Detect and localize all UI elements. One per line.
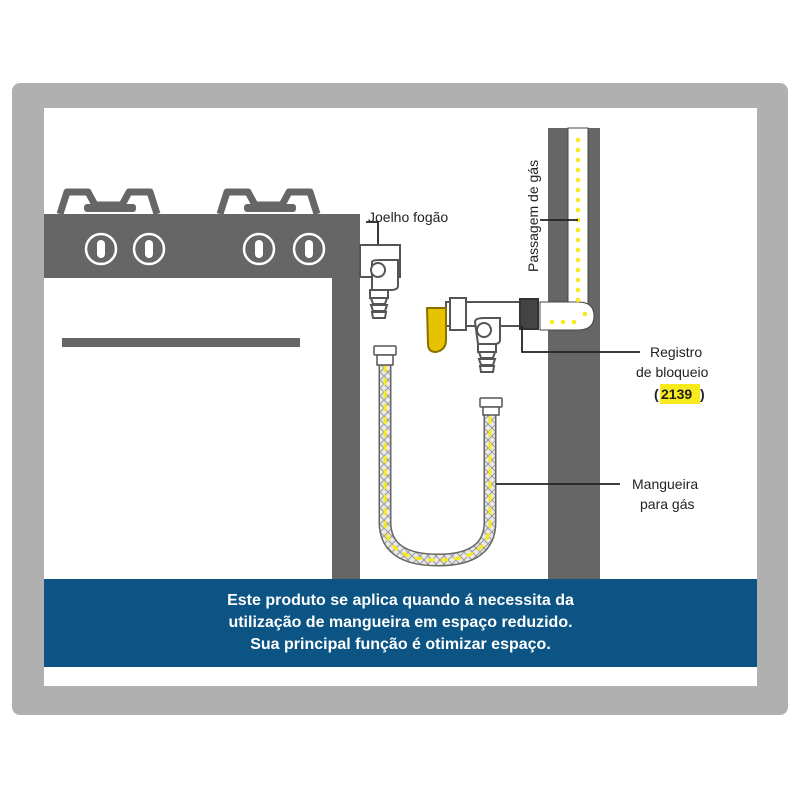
leader-joelho — [366, 221, 379, 244]
label-registro-code-close: ) — [700, 386, 705, 402]
banner-line-2: utilização de mangueira em espaço reduzi… — [228, 614, 573, 631]
banner-line-3: Sua principal função é otimizar espaço. — [250, 636, 551, 653]
knob-1 — [84, 232, 118, 266]
stove — [44, 188, 360, 579]
gas-wall — [539, 127, 600, 579]
stove-oven-handle — [62, 338, 300, 347]
label-passagem-de-gas: Passagem de gás — [525, 160, 541, 272]
burner-cap-right — [244, 204, 296, 212]
label-joelho-fogao: Joelho fogão — [368, 209, 448, 225]
leader-lines — [366, 219, 640, 485]
leader-registro — [521, 326, 640, 353]
hose-fitting-right — [479, 397, 503, 416]
gas-hose — [373, 345, 503, 567]
valve-handle — [425, 307, 447, 354]
info-banner: Este produto se aplica quando á necessit… — [44, 579, 757, 667]
label-registro-line1: Registro — [650, 344, 702, 360]
knob-3 — [242, 232, 276, 266]
code-highlight — [660, 384, 700, 404]
label-registro-code: 2139 — [661, 386, 692, 402]
stove-right-side — [332, 214, 360, 579]
gas-flow-dots — [549, 137, 588, 325]
knob-2 — [132, 232, 166, 266]
knob-4 — [292, 232, 326, 266]
label-registro-code-open: ( — [654, 386, 659, 402]
stove-elbow — [359, 244, 401, 319]
label-mangueira-line2: para gás — [640, 496, 694, 512]
burner-cap-left — [84, 204, 136, 212]
label-mangueira-line1: Mangueira — [632, 476, 698, 492]
banner-line-1: Este produto se aplica quando á necessit… — [227, 592, 574, 609]
shutoff-valve — [425, 297, 539, 373]
hose-fitting-left — [373, 345, 397, 366]
stove-knobs — [84, 232, 326, 266]
label-registro-line2: de bloqueio — [636, 364, 709, 380]
